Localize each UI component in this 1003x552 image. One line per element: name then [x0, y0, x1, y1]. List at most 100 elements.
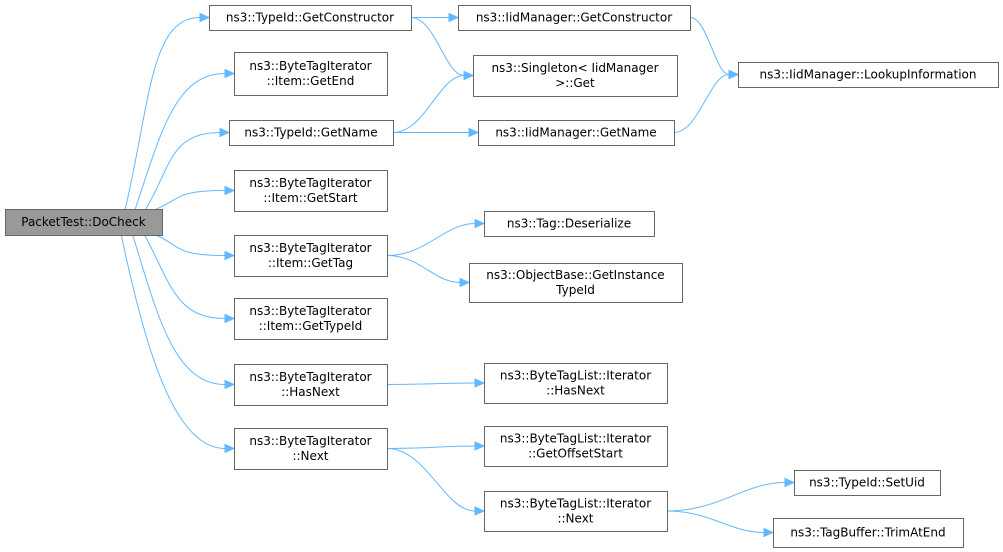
edge-list_next-to-trimatend: [666, 510, 775, 538]
node-tag-deserialize[interactable]: ns3::Tag::Deserialize: [484, 211, 655, 237]
arrowhead-icon: [459, 277, 471, 288]
node-label-line: ns3::Singleton< IidManager: [491, 61, 658, 75]
node-getend[interactable]: ns3::ByteTagIterator::Item::GetEnd: [234, 52, 388, 96]
edge-hasnext-to-list_hasnext: [386, 378, 486, 388]
edge-getconstructor-to-iid_getconstructor: [411, 12, 460, 23]
node-label-line: ns3::ByteTagIterator: [249, 304, 371, 318]
node-label-line: ns3::ByteTagList::Iterator: [500, 432, 651, 446]
node-box: [234, 170, 388, 212]
node-label-line: TypeId: [555, 283, 595, 297]
node-box: [5, 209, 163, 236]
edge-line: [120, 234, 226, 449]
node-root[interactable]: PacketTest::DoCheck: [5, 209, 163, 236]
node-list-hasnext[interactable]: ns3::ByteTagList::Iterator::HasNext: [484, 363, 668, 404]
arrowhead-icon: [224, 185, 236, 196]
arrowhead-icon: [224, 68, 236, 79]
edge-root-to-getname: [145, 127, 231, 210]
arrowhead-icon: [763, 527, 775, 538]
node-label-line: ns3::ByteTagIterator: [249, 241, 371, 255]
edge-line: [386, 255, 461, 283]
edge-root-to-gettag: [155, 234, 236, 261]
node-next[interactable]: ns3::ByteTagIterator::Next: [234, 428, 388, 470]
edge-line: [124, 17, 201, 210]
node-label-line: ::HasNext: [546, 384, 605, 398]
node-trimatend[interactable]: ns3::TagBuffer::TrimAtEnd: [773, 518, 964, 548]
node-getstart[interactable]: ns3::ByteTagIterator::Item::GetStart: [234, 170, 388, 212]
edge-line: [132, 234, 226, 385]
edge-root-to-hasnext: [132, 234, 236, 390]
node-gettypeid[interactable]: ns3::ByteTagIterator::Item::GetTypeId: [234, 298, 388, 340]
node-box: [458, 5, 691, 31]
edge-next-to-list_next: [386, 448, 486, 516]
edge-line: [145, 132, 221, 210]
node-label-line: ::Item::GetEnd: [267, 74, 355, 88]
edge-line: [386, 382, 476, 385]
edge-gettag-to-getinstancetypeid: [386, 255, 471, 288]
arrowhead-icon: [199, 12, 211, 23]
node-box: [478, 120, 675, 146]
node-box: [234, 364, 388, 406]
edge-iid_getname-to-lookupinformation: [673, 69, 740, 133]
edge-line: [689, 17, 730, 75]
node-singleton-get[interactable]: ns3::Singleton< IidManager>::Get: [473, 55, 678, 97]
node-box: [229, 120, 394, 146]
edge-root-to-getstart: [156, 185, 236, 210]
edge-iid_getconstructor-to-lookupinformation: [689, 17, 740, 80]
edge-getname-to-singleton_get: [392, 70, 475, 133]
node-getname[interactable]: ns3::TypeId::GetName: [229, 120, 394, 146]
edge-line: [144, 234, 226, 319]
arrowhead-icon: [224, 250, 236, 261]
node-label-line: ns3::ByteTagIterator: [249, 370, 371, 384]
node-setuid[interactable]: ns3::TypeId::SetUid: [794, 470, 941, 496]
node-box: [209, 5, 412, 31]
node-label-line: ns3::ObjectBase::GetInstance: [486, 268, 664, 282]
edge-root-to-gettypeid: [144, 234, 236, 324]
node-getconstructor[interactable]: ns3::TypeId::GetConstructor: [209, 5, 412, 31]
node-label-line: ns3::IidManager::GetName: [495, 126, 656, 140]
node-list-next[interactable]: ns3::ByteTagList::Iterator::Next: [484, 491, 668, 532]
node-label-line: ::GetOffsetStart: [528, 447, 623, 461]
node-iid-getname[interactable]: ns3::IidManager::GetName: [478, 120, 675, 146]
node-lookupinformation[interactable]: ns3::IidManager::LookupInformation: [738, 62, 999, 88]
edge-line: [155, 234, 226, 256]
node-label-line: ::Next: [292, 449, 328, 463]
node-label-line: ns3::TagBuffer::TrimAtEnd: [790, 526, 945, 540]
node-label-line: ns3::IidManager::GetConstructor: [476, 11, 672, 25]
arrowhead-icon: [474, 378, 486, 388]
node-iid-getconstructor[interactable]: ns3::IidManager::GetConstructor: [458, 5, 691, 31]
edge-gettag-to-tag_deserialize: [386, 218, 486, 256]
node-hasnext[interactable]: ns3::ByteTagIterator::HasNext: [234, 364, 388, 406]
node-box: [234, 298, 388, 340]
node-box: [234, 235, 388, 277]
node-box: [469, 263, 683, 303]
edge-line: [673, 74, 730, 133]
arrowhead-icon: [448, 12, 460, 23]
edge-line: [386, 445, 476, 449]
node-gettag[interactable]: ns3::ByteTagIterator::Item::GetTag: [234, 235, 388, 277]
edge-list_next-to-setuid: [666, 477, 796, 512]
node-box: [234, 52, 388, 96]
node-label-line: ns3::ByteTagList::Iterator: [500, 369, 651, 383]
node-box: [773, 518, 964, 548]
node-box: [484, 426, 668, 467]
arrowhead-icon: [463, 70, 475, 81]
edge-line: [386, 223, 476, 256]
node-box: [738, 62, 999, 88]
node-box: [234, 428, 388, 470]
arrowhead-icon: [224, 443, 236, 454]
node-label-line: ns3::IidManager::LookupInformation: [760, 68, 977, 82]
edges-layer: [120, 12, 796, 538]
arrowhead-icon: [474, 506, 486, 516]
edge-root-to-getconstructor: [124, 12, 211, 210]
node-label-line: ns3::ByteTagIterator: [249, 59, 371, 73]
arrowhead-icon: [474, 218, 486, 229]
node-box: [484, 211, 655, 237]
node-list-getoffsetstart[interactable]: ns3::ByteTagList::Iterator::GetOffsetSta…: [484, 426, 668, 467]
node-label-line: ns3::TypeId::GetName: [244, 126, 377, 140]
node-box: [484, 363, 668, 404]
node-label-line: ns3::TypeId::GetConstructor: [226, 11, 394, 25]
edge-line: [386, 448, 476, 512]
edge-line: [392, 75, 465, 133]
